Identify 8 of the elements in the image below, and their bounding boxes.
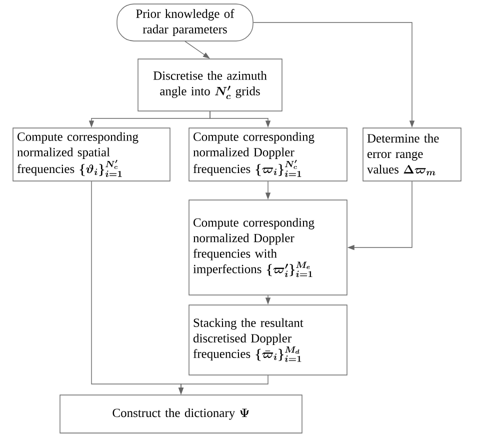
process-box: Discretise the azimuth angle into $N'_c$ grids bbox=[138, 58, 282, 112]
process-box: Compute corresponding normalized Doppler frequencies with imperfections $\{\varpi'_i\}_{i=1}^{M_e}$ bbox=[188, 200, 348, 296]
process-box: Determine the error range values $\Delta\varpi_m$ bbox=[362, 128, 462, 182]
process-box: Compute corresponding normalized spatial frequencies $\{\vartheta_i\}_{i=1}^{N'_c}$ bbox=[12, 128, 170, 182]
process-box: Construct the dictionary $\Psi$ bbox=[60, 394, 302, 434]
start-terminal: Prior knowledge of radar parameters bbox=[116, 4, 254, 42]
process-box: Stacking the resultant discretised Doppler frequencies $\{\bar{\varpi}_i\}_{i=1}^{M_d}$ bbox=[188, 304, 348, 376]
process-box: Compute corresponding normalized Doppler frequencies $\{\varpi_i\}_{i=1}^{N'_c}$ bbox=[188, 128, 348, 182]
